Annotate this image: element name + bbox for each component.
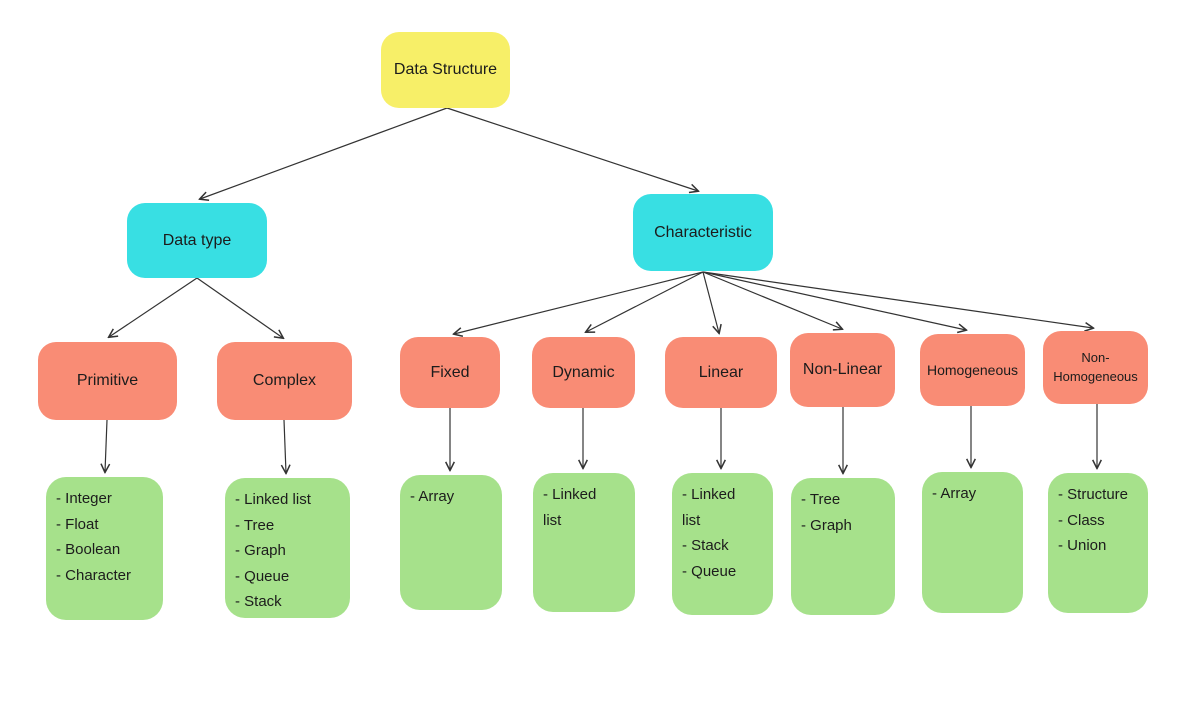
connector-char-to-nonhomogeneous — [702, 271, 1093, 328]
list-item: - Tree — [801, 491, 841, 508]
connector-root-to-characteristic — [446, 107, 698, 191]
connector-complex-to-items — [284, 419, 286, 473]
node-non-homogeneous: Non-Homogeneous — [1043, 331, 1148, 404]
node-non-linear: Non-Linear — [790, 333, 895, 407]
node-data-structure: Data Structure — [381, 32, 510, 108]
leaf-primitive-items: - Integer - Float - Boolean - Character — [46, 477, 163, 620]
connector-char-to-homogeneous — [702, 271, 966, 330]
list-item: - Stack — [682, 537, 729, 554]
connector-char-to-fixed — [454, 271, 704, 334]
list-item: - Linked list — [543, 486, 597, 529]
connector-char-to-linear — [702, 271, 719, 333]
leaf-non-linear-items: - Tree - Graph — [791, 478, 895, 615]
list-item: - Class — [1058, 511, 1105, 529]
list-item: - Linked list — [682, 486, 736, 529]
node-linear: Linear — [665, 337, 777, 408]
node-data-type: Data type — [127, 203, 267, 278]
node-fixed: Fixed — [400, 337, 500, 408]
leaf-linear-items: - Linked list - Stack - Queue — [672, 473, 773, 615]
leaf-dynamic-items: - Linked list — [533, 473, 635, 612]
list-item: - Linked list — [235, 491, 311, 508]
list-item: - Graph — [801, 516, 852, 534]
list-item: - Graph — [235, 542, 286, 559]
node-complex: Complex — [217, 342, 352, 420]
list-item: - Array — [410, 488, 455, 505]
list-item: - Float — [56, 515, 99, 533]
list-item: - Character — [56, 566, 132, 584]
list-item: - Structure — [1058, 486, 1129, 503]
node-dynamic: Dynamic — [532, 337, 635, 408]
leaf-homogeneous-items: - Array — [922, 472, 1023, 613]
list-item: - Array — [932, 485, 977, 502]
leaf-non-homogeneous-items: - Structure - Class - Union — [1048, 473, 1148, 613]
list-item: - Queue — [682, 562, 737, 580]
connector-char-to-dynamic — [586, 271, 704, 332]
connector-datatype-to-primitive — [109, 277, 198, 337]
list-item: - Integer — [56, 490, 112, 507]
list-item: - Boolean — [56, 541, 121, 558]
node-primitive: Primitive — [38, 342, 177, 420]
connector-primitive-to-items — [105, 419, 107, 472]
list-item: - Queue — [235, 567, 290, 585]
node-characteristic: Characteristic — [633, 194, 773, 271]
list-item: - Tree — [235, 516, 275, 534]
node-homogeneous: Homogeneous — [920, 334, 1025, 406]
list-item: - Union — [1058, 537, 1107, 554]
connector-char-to-nonlinear — [702, 271, 842, 329]
leaf-fixed-items: - Array — [400, 475, 502, 610]
connector-datatype-to-complex — [196, 277, 283, 338]
connector-root-to-data-type — [200, 107, 448, 199]
list-item: - Stack — [235, 593, 282, 610]
leaf-complex-items: - Linked list - Tree - Graph - Queue - S… — [225, 478, 350, 618]
